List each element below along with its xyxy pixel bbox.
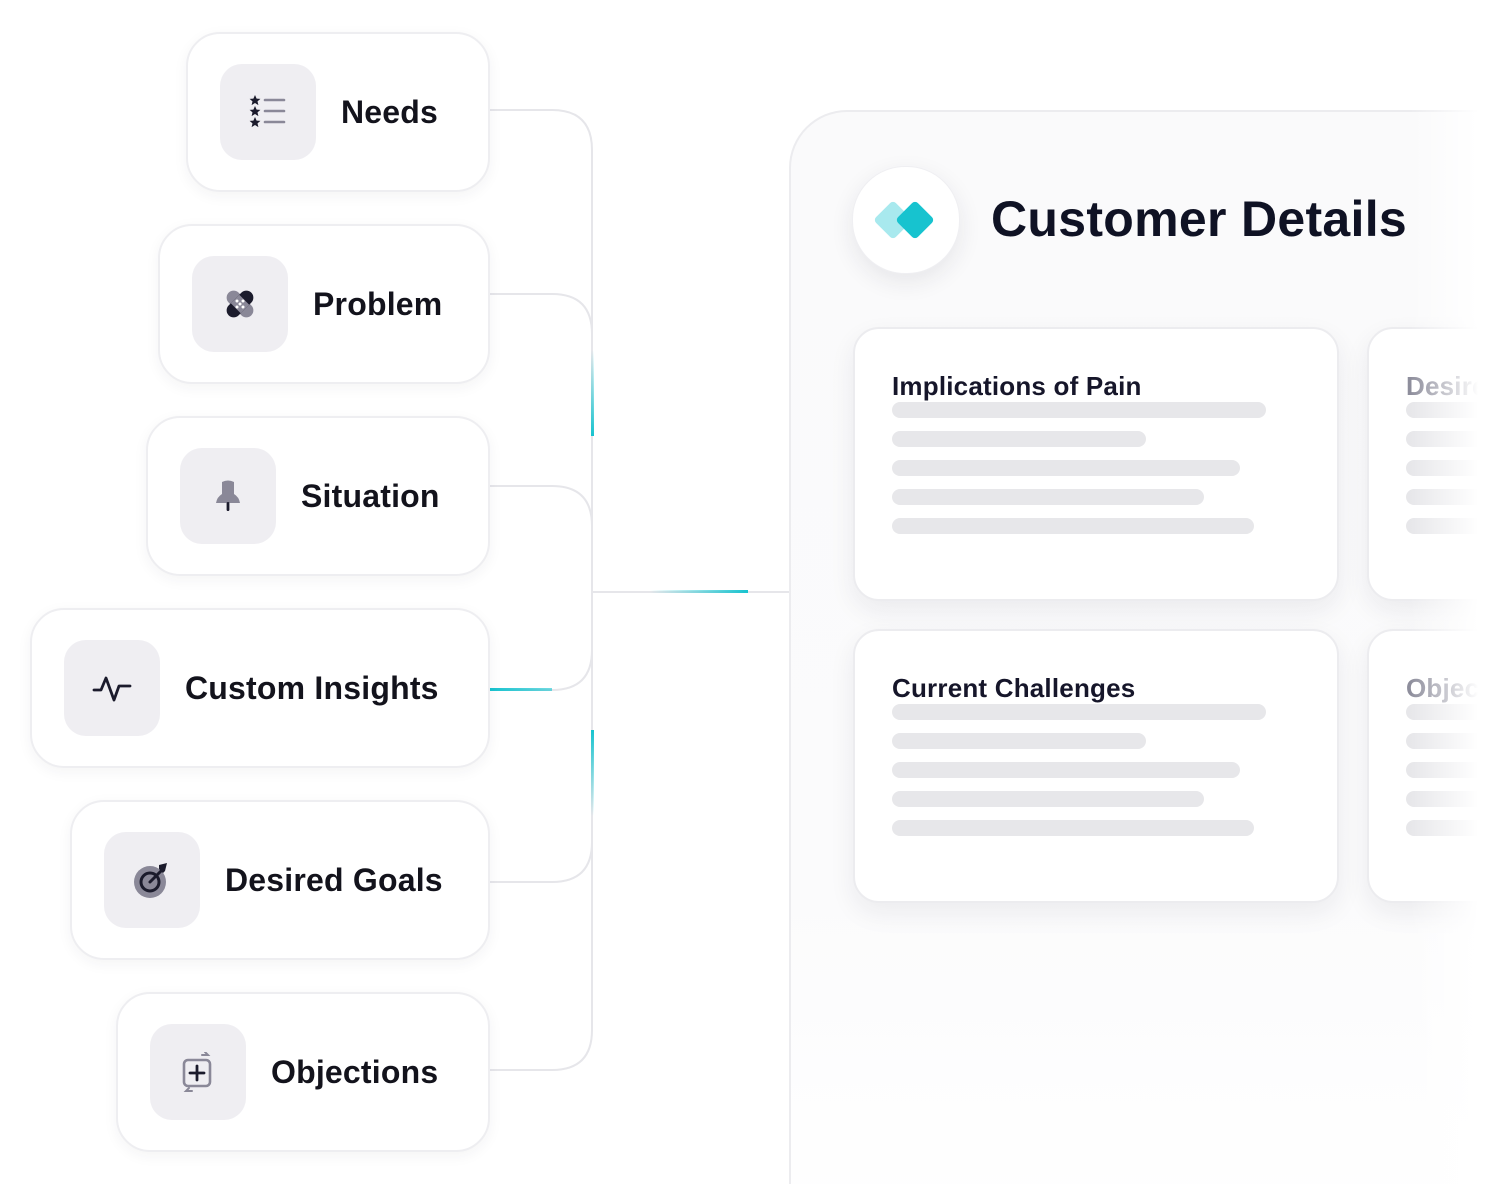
card-title: Desire	[1406, 371, 1486, 401]
category-label: Problem	[313, 285, 443, 322]
skeleton-line	[892, 518, 1254, 534]
category-objections[interactable]: Objections	[116, 992, 490, 1152]
teal-diamond-logo-icon	[852, 166, 960, 274]
skeleton-line	[1406, 820, 1486, 836]
skeleton-line	[892, 402, 1266, 418]
skeleton-line	[892, 733, 1146, 749]
connector-problem	[490, 293, 593, 335]
category-situation[interactable]: Situation	[146, 416, 490, 576]
skeleton-line	[1406, 460, 1486, 476]
skeleton-line	[1406, 733, 1486, 749]
skeleton-line	[892, 489, 1204, 505]
pin-icon	[180, 448, 276, 544]
skeleton-line	[1406, 518, 1486, 534]
page-title: Customer Details	[991, 191, 1408, 247]
card-title: Implications of Pain	[892, 371, 1142, 401]
skeleton-line	[892, 460, 1240, 476]
connector-goals	[490, 841, 593, 883]
skeleton-line	[1406, 402, 1486, 418]
connector-situation	[490, 485, 593, 527]
activity-pulse-icon	[64, 640, 160, 736]
square-plus-arrows-icon	[150, 1024, 246, 1120]
target-dart-icon	[104, 832, 200, 928]
category-label: Desired Goals	[225, 861, 443, 898]
star-checklist-icon	[220, 64, 316, 160]
skeleton-line	[892, 704, 1266, 720]
skeleton-line	[1406, 489, 1486, 505]
category-desired-goals[interactable]: Desired Goals	[70, 800, 490, 960]
skeleton-line	[892, 762, 1240, 778]
category-needs[interactable]: Needs	[186, 32, 490, 192]
card-implications-of-pain[interactable]: Implications of Pain	[853, 327, 1339, 601]
skeleton-line	[1406, 431, 1486, 447]
category-problem[interactable]: Problem	[158, 224, 490, 384]
bandage-icon	[192, 256, 288, 352]
category-label: Situation	[301, 477, 440, 514]
connector-objections	[490, 592, 593, 1071]
card-title: Objec	[1406, 673, 1480, 703]
skeleton-line	[1406, 762, 1486, 778]
category-label: Needs	[341, 93, 439, 130]
connector-insights	[490, 649, 593, 691]
category-label: Objections	[271, 1053, 439, 1090]
card-desired[interactable]: Desire	[1367, 327, 1486, 601]
card-title: Current Challenges	[892, 673, 1136, 703]
skeleton-line	[892, 431, 1146, 447]
skeleton-line	[892, 791, 1204, 807]
card-objections[interactable]: Objec	[1367, 629, 1486, 903]
category-custom-insights[interactable]: Custom Insights	[30, 608, 490, 768]
skeleton-line	[892, 820, 1254, 836]
skeleton-line	[1406, 704, 1486, 720]
category-label: Custom Insights	[185, 669, 439, 706]
skeleton-line	[1406, 791, 1486, 807]
connector-needs	[490, 109, 593, 592]
card-current-challenges[interactable]: Current Challenges	[853, 629, 1339, 903]
